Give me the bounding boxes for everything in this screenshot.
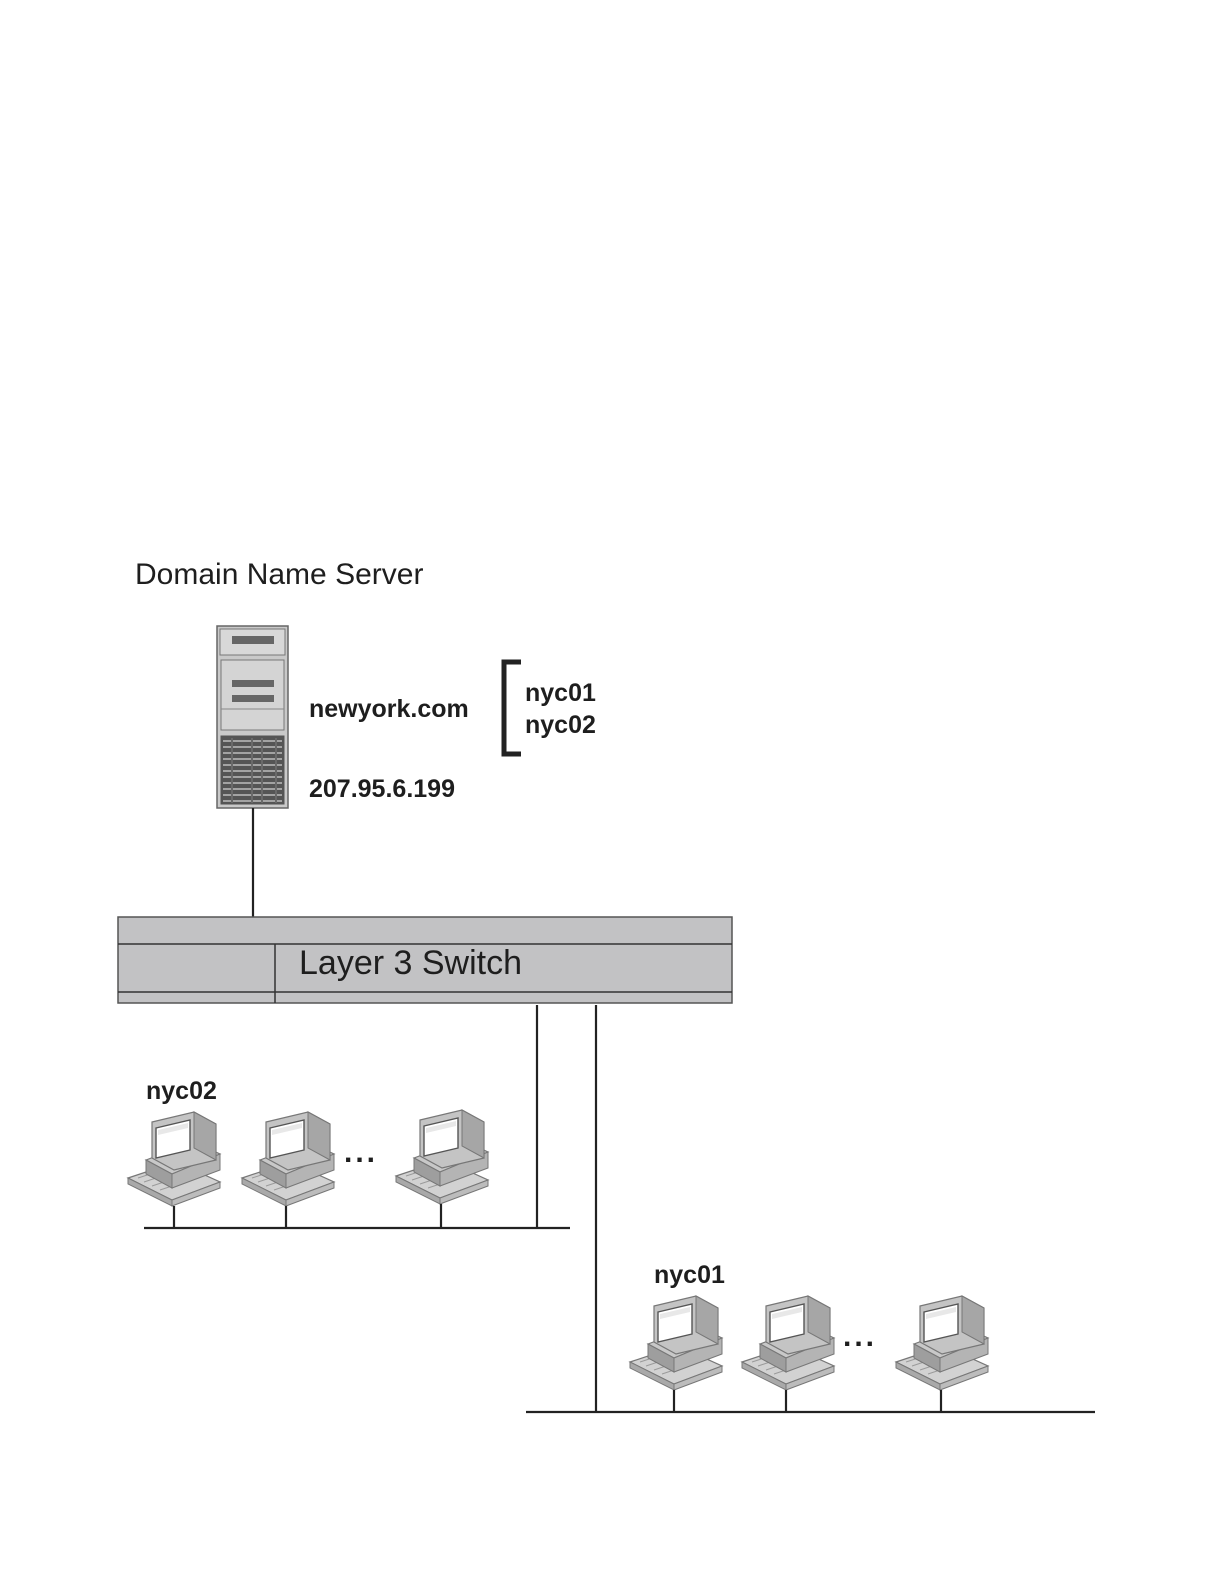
segment-nyc01-label: nyc01 (654, 1261, 725, 1289)
server-icon (217, 626, 288, 808)
segment-nyc02-ellipsis: ... (344, 1136, 378, 1169)
server-domain: newyork.com (309, 695, 469, 723)
segment-nyc01-ellipsis: ... (843, 1320, 877, 1353)
workstation-icon (242, 1112, 334, 1206)
workstation-icon (396, 1110, 488, 1204)
switch-label: Layer 3 Switch (299, 944, 522, 982)
workstation-icon (630, 1296, 722, 1390)
subdomain-nyc01: nyc01 (525, 679, 596, 707)
server-ip: 207.95.6.199 (309, 775, 455, 803)
server-title: Domain Name Server (135, 558, 423, 591)
workstation-icon (896, 1296, 988, 1390)
workstation-icon (128, 1112, 220, 1206)
subdomain-bracket (504, 662, 521, 754)
segment-nyc02-label: nyc02 (146, 1077, 217, 1105)
workstation-icon (742, 1296, 834, 1390)
subdomain-nyc02: nyc02 (525, 711, 596, 739)
